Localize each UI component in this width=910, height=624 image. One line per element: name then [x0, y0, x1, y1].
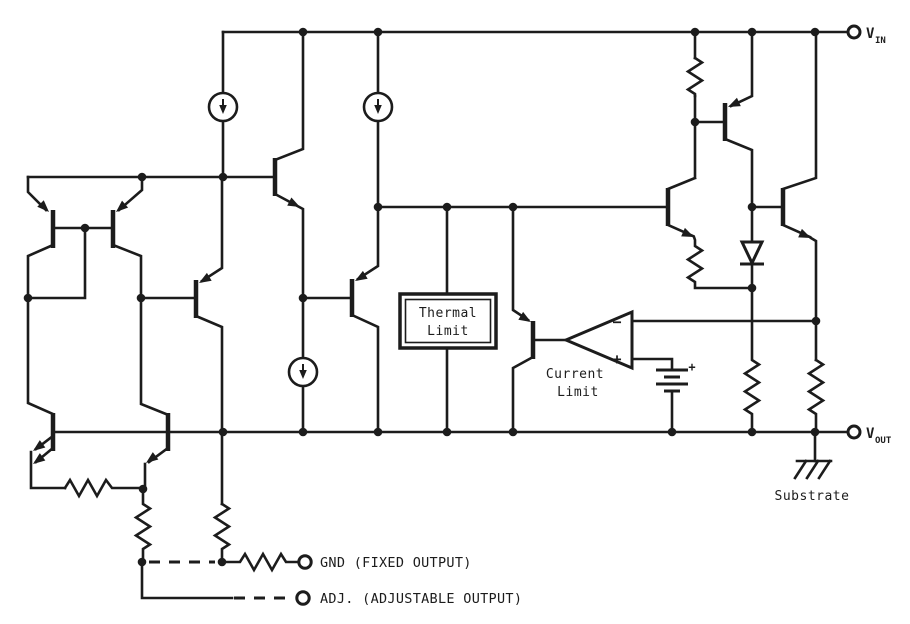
comparator: − + [562, 309, 818, 371]
resistor-far-right [806, 358, 826, 434]
diode [739, 205, 765, 290]
mirror-base-tie [26, 226, 113, 300]
vin-label: V [866, 26, 875, 42]
resistor-divider-right [212, 502, 232, 564]
current-source-3 [287, 296, 319, 434]
substrate-label: Substrate [775, 489, 850, 504]
resistor-divider-left [133, 487, 153, 564]
transistor-pnp-mirror-right [110, 175, 144, 300]
current-source-1 [207, 30, 239, 179]
transistor-npn-sense [139, 296, 171, 491]
transistor-pnp-top-right [693, 31, 754, 209]
transistor-npn-dual-emitter [26, 296, 67, 490]
adj-label: ADJ. (ADJUSTABLE OUTPUT) [320, 591, 522, 607]
gnd-label: GND (FIXED OUTPUT) [320, 555, 472, 571]
current-source-2 [362, 30, 394, 209]
transistor-pnp-current-limit [511, 205, 567, 434]
adj-terminal: ADJ. (ADJUSTABLE OUTPUT) [295, 590, 522, 607]
resistor-emitter-horizontal [63, 477, 145, 499]
junction-dots [23, 27, 821, 567]
gnd-terminal: GND (FIXED OUTPUT) [297, 554, 472, 571]
transistor-npn-output [750, 30, 818, 362]
current-limit-label-1: Current [546, 367, 604, 382]
substrate-ground-icon: Substrate [775, 430, 850, 504]
thermal-limit-block: Thermal Limit [398, 205, 498, 434]
transistor-npn-stage1 [272, 30, 305, 300]
vin-label-sub: IN [875, 36, 886, 46]
gnd-pin-network [149, 551, 300, 573]
thermal-limit-label-1: Thermal [419, 306, 477, 321]
current-limit-label: Current Limit [546, 367, 604, 400]
battery-plus-sign: + [688, 360, 695, 374]
vout-label: V [866, 426, 875, 442]
comparator-plus-sign: + [612, 350, 621, 368]
vin-terminal: V IN [846, 24, 886, 46]
voltage-reference-battery: + [656, 360, 696, 434]
transistor-pnp-driver [301, 205, 380, 434]
vout-terminal: V OUT [846, 424, 892, 446]
vout-label-sub: OUT [875, 436, 892, 446]
transistor-pnp-mirror-left [26, 175, 56, 300]
current-limit-label-2: Limit [557, 385, 599, 400]
transistor-npn-predriver [665, 31, 752, 290]
resistor-mid-right [742, 286, 762, 434]
comparator-minus-sign: − [612, 313, 621, 331]
adj-pin-network [140, 560, 294, 600]
transistor-pnp-left-mid [139, 175, 224, 506]
thermal-limit-label-2: Limit [427, 324, 469, 339]
